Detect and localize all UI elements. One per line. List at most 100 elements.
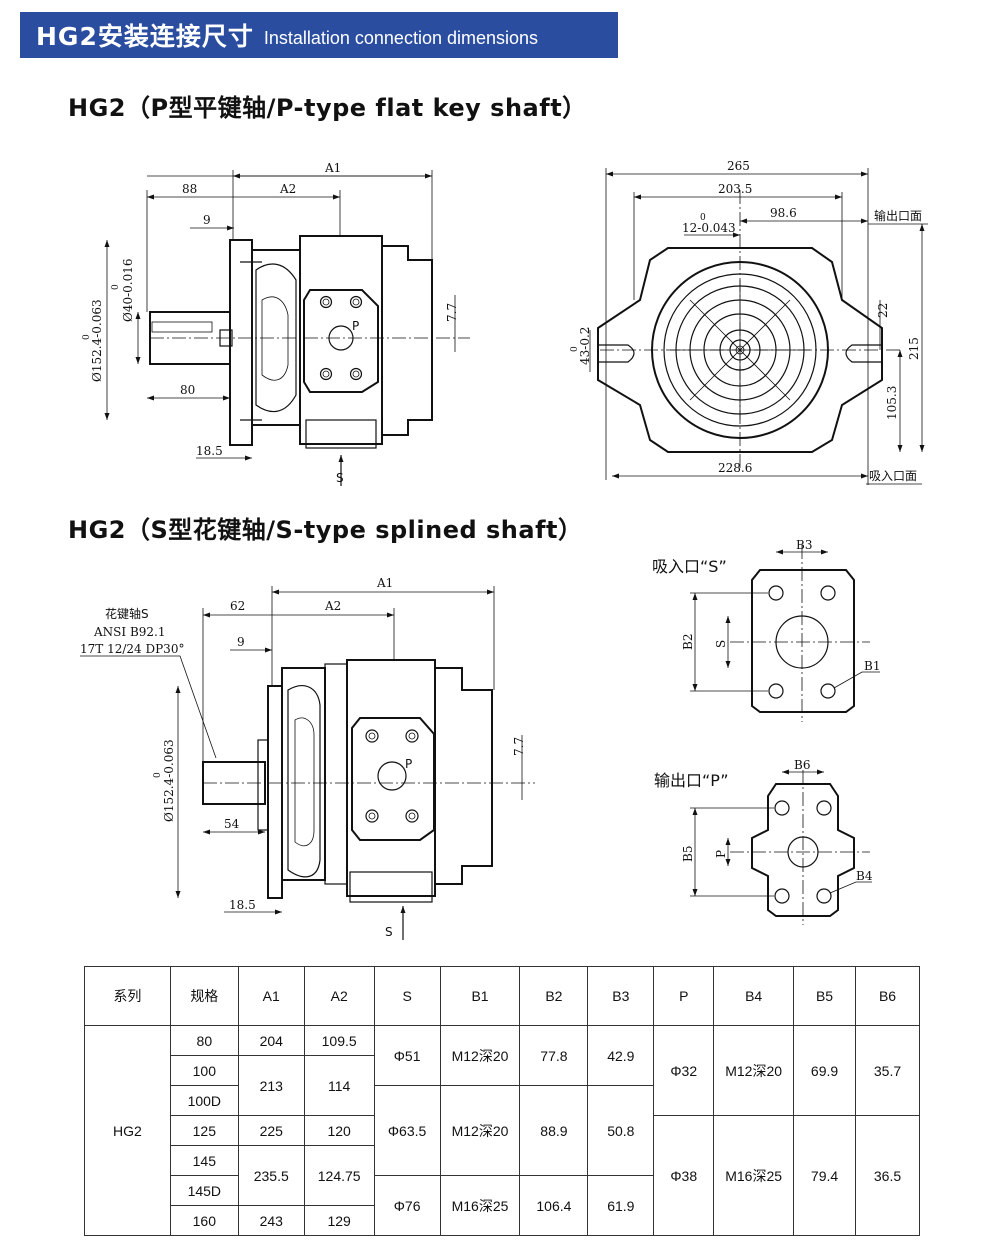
table-row: 160 243 129 [85,1205,920,1236]
dim-7-7-s: 7.7 [512,737,526,756]
dim-s-port: S [714,640,728,648]
outlet-face-label: 输出口面 [874,208,922,223]
dim-dia-40-sup: 0 [111,284,121,290]
port-s-label-s: S [385,925,393,939]
port-p-label-s: P [405,757,412,771]
cell-a1: 243 [237,1205,305,1236]
dim-9: 9 [203,213,211,227]
dim-a2-s: A2 [324,599,341,613]
dimension-table: 系列 规格 A1 A2 S B1 B2 B3 P B4 B5 B6 HG2 80… [84,966,920,1236]
cell-a2: 109.5 [303,1025,375,1056]
dim-265: 265 [727,159,750,173]
cell-spec: 100D [169,1085,239,1116]
dim-7-7: 7.7 [445,303,459,322]
dim-b6: B6 [794,758,810,772]
port-flange-views: 吸入口“S” B3 B2 S B1 输出口“P” B6 B5 P [652,538,880,925]
cell-series: HG2 [84,1025,171,1236]
cell-b1: M12深20 [439,1085,521,1176]
table-row: 145D Φ76 M16深25 106.4 61.9 [85,1175,920,1236]
cell-s: Φ76 [373,1175,441,1236]
th-b4: B4 [713,966,795,1026]
cell-b1: M16深25 [439,1175,521,1236]
dim-dia-152-s: Ø152.4-0.063 [162,739,176,822]
th-b3: B3 [587,966,655,1026]
dim-12: 12-0.043 [682,221,736,235]
dim-dia-152-sup-s: 0 [153,772,163,778]
dim-18-5: 18.5 [196,444,223,458]
th-spec: 规格 [169,966,239,1026]
cell-spec: 125 [169,1115,239,1146]
dim-88: 88 [182,182,197,196]
dim-a1: A1 [324,161,341,175]
dim-80: 80 [180,383,195,397]
dim-62: 62 [230,599,245,613]
cell-b2: 77.8 [519,1025,589,1086]
dim-b4: B4 [856,869,873,883]
cell-b5: 79.4 [793,1115,856,1236]
cell-b5: 69.9 [793,1025,856,1116]
cell-a1: 225 [237,1115,305,1146]
cell-s: Φ63.5 [373,1085,441,1176]
dim-a1-s: A1 [376,576,393,590]
dim-105-3: 105.3 [885,386,899,420]
section-title-s-type: HG2（S型花键轴/S-type splined shaft） [68,516,583,544]
table-row: 100D Φ63.5 M12深20 88.9 50.8 [85,1085,920,1176]
th-s: S [373,966,441,1026]
cell-b4: M16深25 [713,1115,795,1236]
s-type-side-view: P S A1 62 A2 9 54 18.5 Ø152.4-0.063 0 7.… [80,576,535,940]
spline-label-3: 17T 12/24 DP30° [80,642,184,656]
table-header-row: 系列 规格 A1 A2 S B1 B2 B3 P B4 B5 B6 [84,966,920,1026]
dim-dia-152: Ø152.4-0.063 [90,299,104,382]
front-view: 265 203.5 98.6 输出口面 12-0.043 0 228.6 吸入口… [570,159,928,485]
spline-label-1: 花键轴S [105,606,149,621]
cell-spec: 100 [169,1055,239,1086]
header-banner: HG2安装连接尺寸 Installation connection dimens… [20,12,618,58]
dim-b3: B3 [796,538,812,552]
dim-215: 215 [907,337,921,360]
dim-203-5: 203.5 [718,182,752,196]
port-p-label: P [352,319,359,333]
cell-a2: 129 [303,1205,375,1236]
table-row: 145 235.5 124.75 [85,1145,920,1206]
cell-b1: M12深20 [439,1025,521,1086]
table-row: 125 225 120 Φ38 M16深25 79.4 36.5 [85,1115,920,1236]
cell-a1: 213 [237,1055,305,1116]
cell-a2: 120 [303,1115,375,1146]
cell-b2: 88.9 [519,1085,589,1176]
dim-dia-40: Ø40-0.016 [121,258,135,322]
section-title-p-type: HG2（P型平键轴/P-type flat key shaft） [68,94,587,122]
cell-a1: 204 [237,1025,305,1056]
dim-b2: B2 [681,634,695,650]
th-b1: B1 [439,966,521,1026]
inlet-port-label: 吸入口“S” [652,557,727,576]
inlet-face-label: 吸入口面 [869,469,917,483]
cell-b4: M12深20 [713,1025,795,1116]
cell-p: Φ32 [653,1025,715,1116]
dim-p-port: P [714,850,728,858]
spline-label-2: ANSI B92.1 [93,625,165,639]
dim-54: 54 [224,817,240,831]
cell-b3: 61.9 [587,1175,655,1236]
cell-a2: 114 [303,1055,375,1116]
cell-b3: 50.8 [587,1085,655,1176]
port-s-label: S [336,471,344,485]
th-b5: B5 [793,966,856,1026]
cell-spec: 160 [169,1205,239,1236]
cell-spec: 145 [169,1145,239,1176]
cell-p: Φ38 [653,1115,715,1236]
dim-a2: A2 [279,182,296,196]
cell-b3: 42.9 [587,1025,655,1086]
dim-12-sup: 0 [700,213,706,223]
dim-18-5-s: 18.5 [229,898,256,912]
dim-22: 22 [876,303,890,318]
dim-b5: B5 [681,846,695,862]
dim-9-s: 9 [237,635,245,649]
dim-43-sup: 0 [570,346,580,352]
cell-b6: 35.7 [855,1025,920,1116]
cell-s: Φ51 [373,1025,441,1086]
th-a2: A2 [303,966,375,1026]
th-series: 系列 [84,966,171,1026]
th-b6: B6 [855,966,920,1026]
p-type-side-view: P S A1 88 A2 9 80 18.5 Ø152.4-0.063 0 Ø4… [82,161,470,486]
th-p: P [653,966,715,1026]
